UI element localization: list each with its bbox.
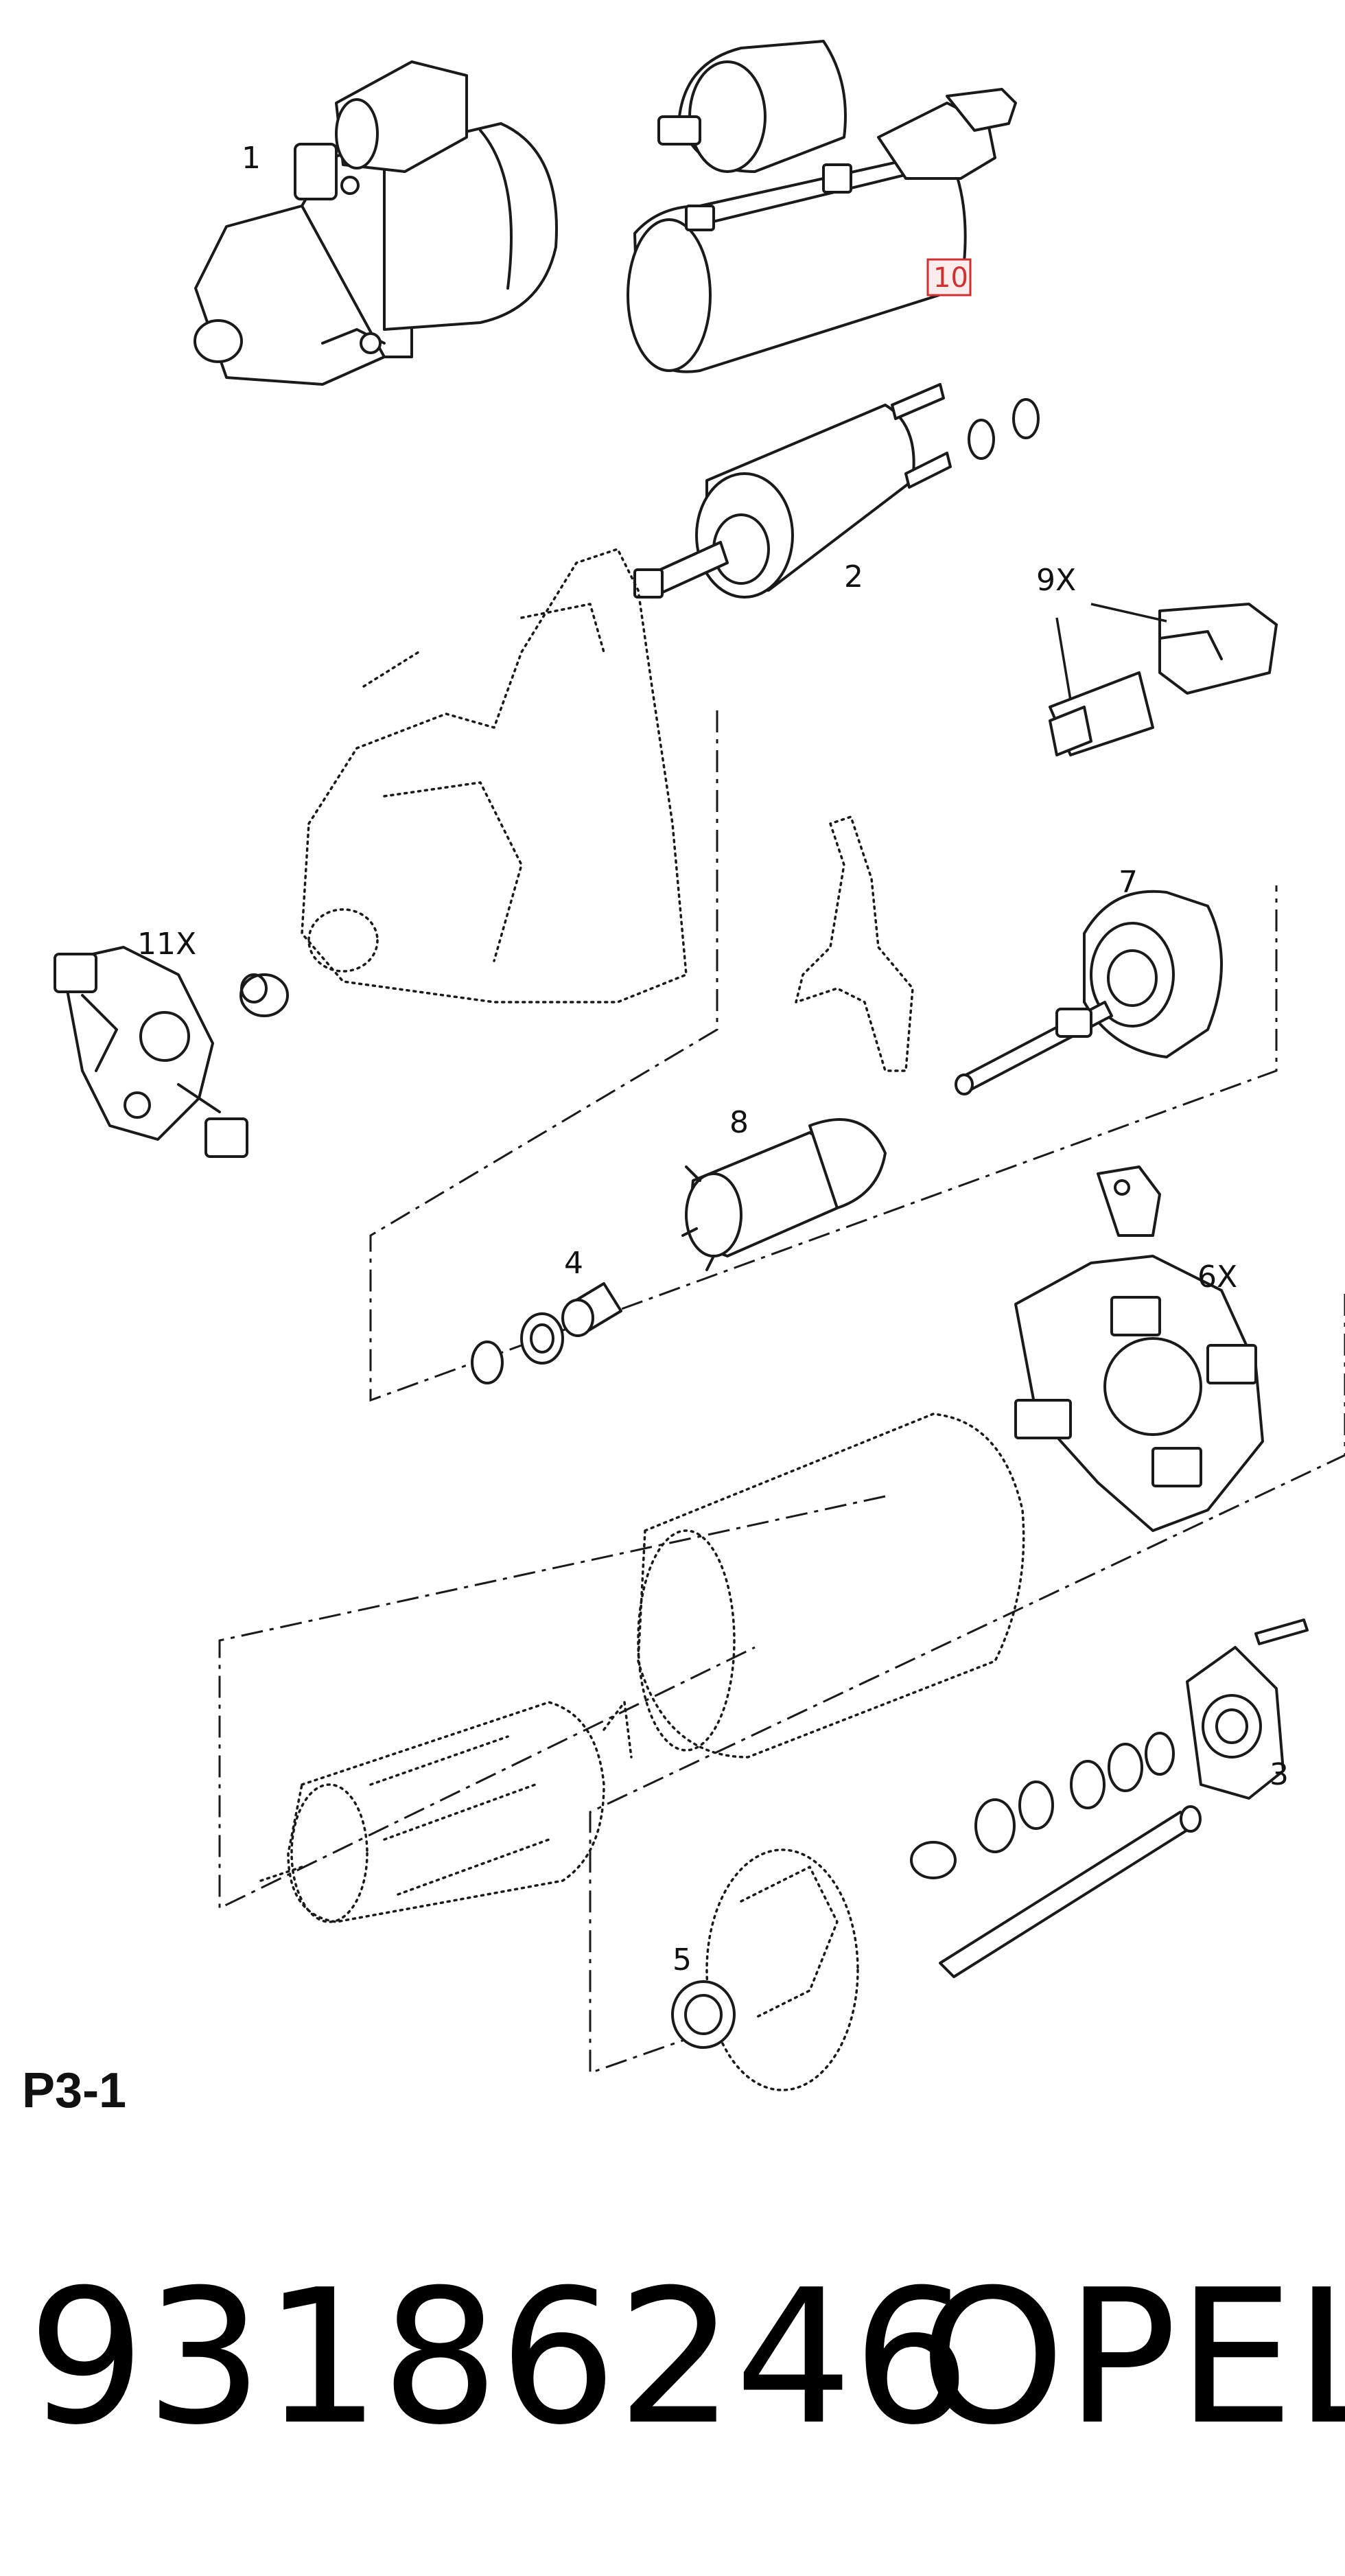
part-pinion-drive-8[interactable] <box>681 1118 887 1271</box>
brand-name: OPEL <box>920 2249 1345 2465</box>
part-starter-assembly-1[interactable] <box>194 60 558 386</box>
callout-1: 1 <box>242 141 261 176</box>
part-drive-housing-dotted <box>301 548 688 1003</box>
callout-7: 7 <box>1119 865 1138 900</box>
page-reference: P3-1 <box>22 2063 127 2118</box>
callout-11x: 11X <box>137 927 196 962</box>
part-end-cap-3[interactable] <box>910 1618 1309 1978</box>
part-shift-fork-dotted <box>795 815 914 1072</box>
part-brush-set-11x[interactable] <box>54 946 248 1158</box>
part-starter-variant-10[interactable] <box>627 40 1017 373</box>
group-outline-lower <box>589 1294 1345 2075</box>
callout-9x: 9X <box>1036 563 1076 598</box>
part-armature-dotted <box>259 1701 633 1923</box>
part-drive-lever-7[interactable] <box>955 890 1223 1095</box>
part-end-shield-dotted <box>705 1848 859 2091</box>
part-bushing-4[interactable] <box>471 1282 622 1384</box>
callout-4: 4 <box>564 1246 583 1281</box>
part-terminal-9x[interactable] <box>1049 603 1278 756</box>
callout-6x: 6X <box>1197 1260 1237 1295</box>
callout-8: 8 <box>729 1105 749 1140</box>
part-number: 93186246 <box>27 2249 971 2465</box>
callout-10: 10 <box>933 262 968 294</box>
part-brush-holder-6x[interactable] <box>1014 1165 1264 1532</box>
callout-2: 2 <box>844 559 863 594</box>
leader-line-9x <box>1055 603 1167 701</box>
part-field-frame-dotted <box>637 1413 1025 1759</box>
part-solenoid-2[interactable] <box>633 383 1040 599</box>
part-bushing-small[interactable] <box>239 973 289 1017</box>
callout-10-highlighted[interactable]: 10 <box>926 258 972 297</box>
callout-3: 3 <box>1270 1757 1289 1792</box>
group-outline-middle <box>369 710 1278 1402</box>
part-seal-5[interactable] <box>671 1980 736 2049</box>
callout-5: 5 <box>672 1942 692 1977</box>
group-outline-armature <box>218 1495 886 1910</box>
